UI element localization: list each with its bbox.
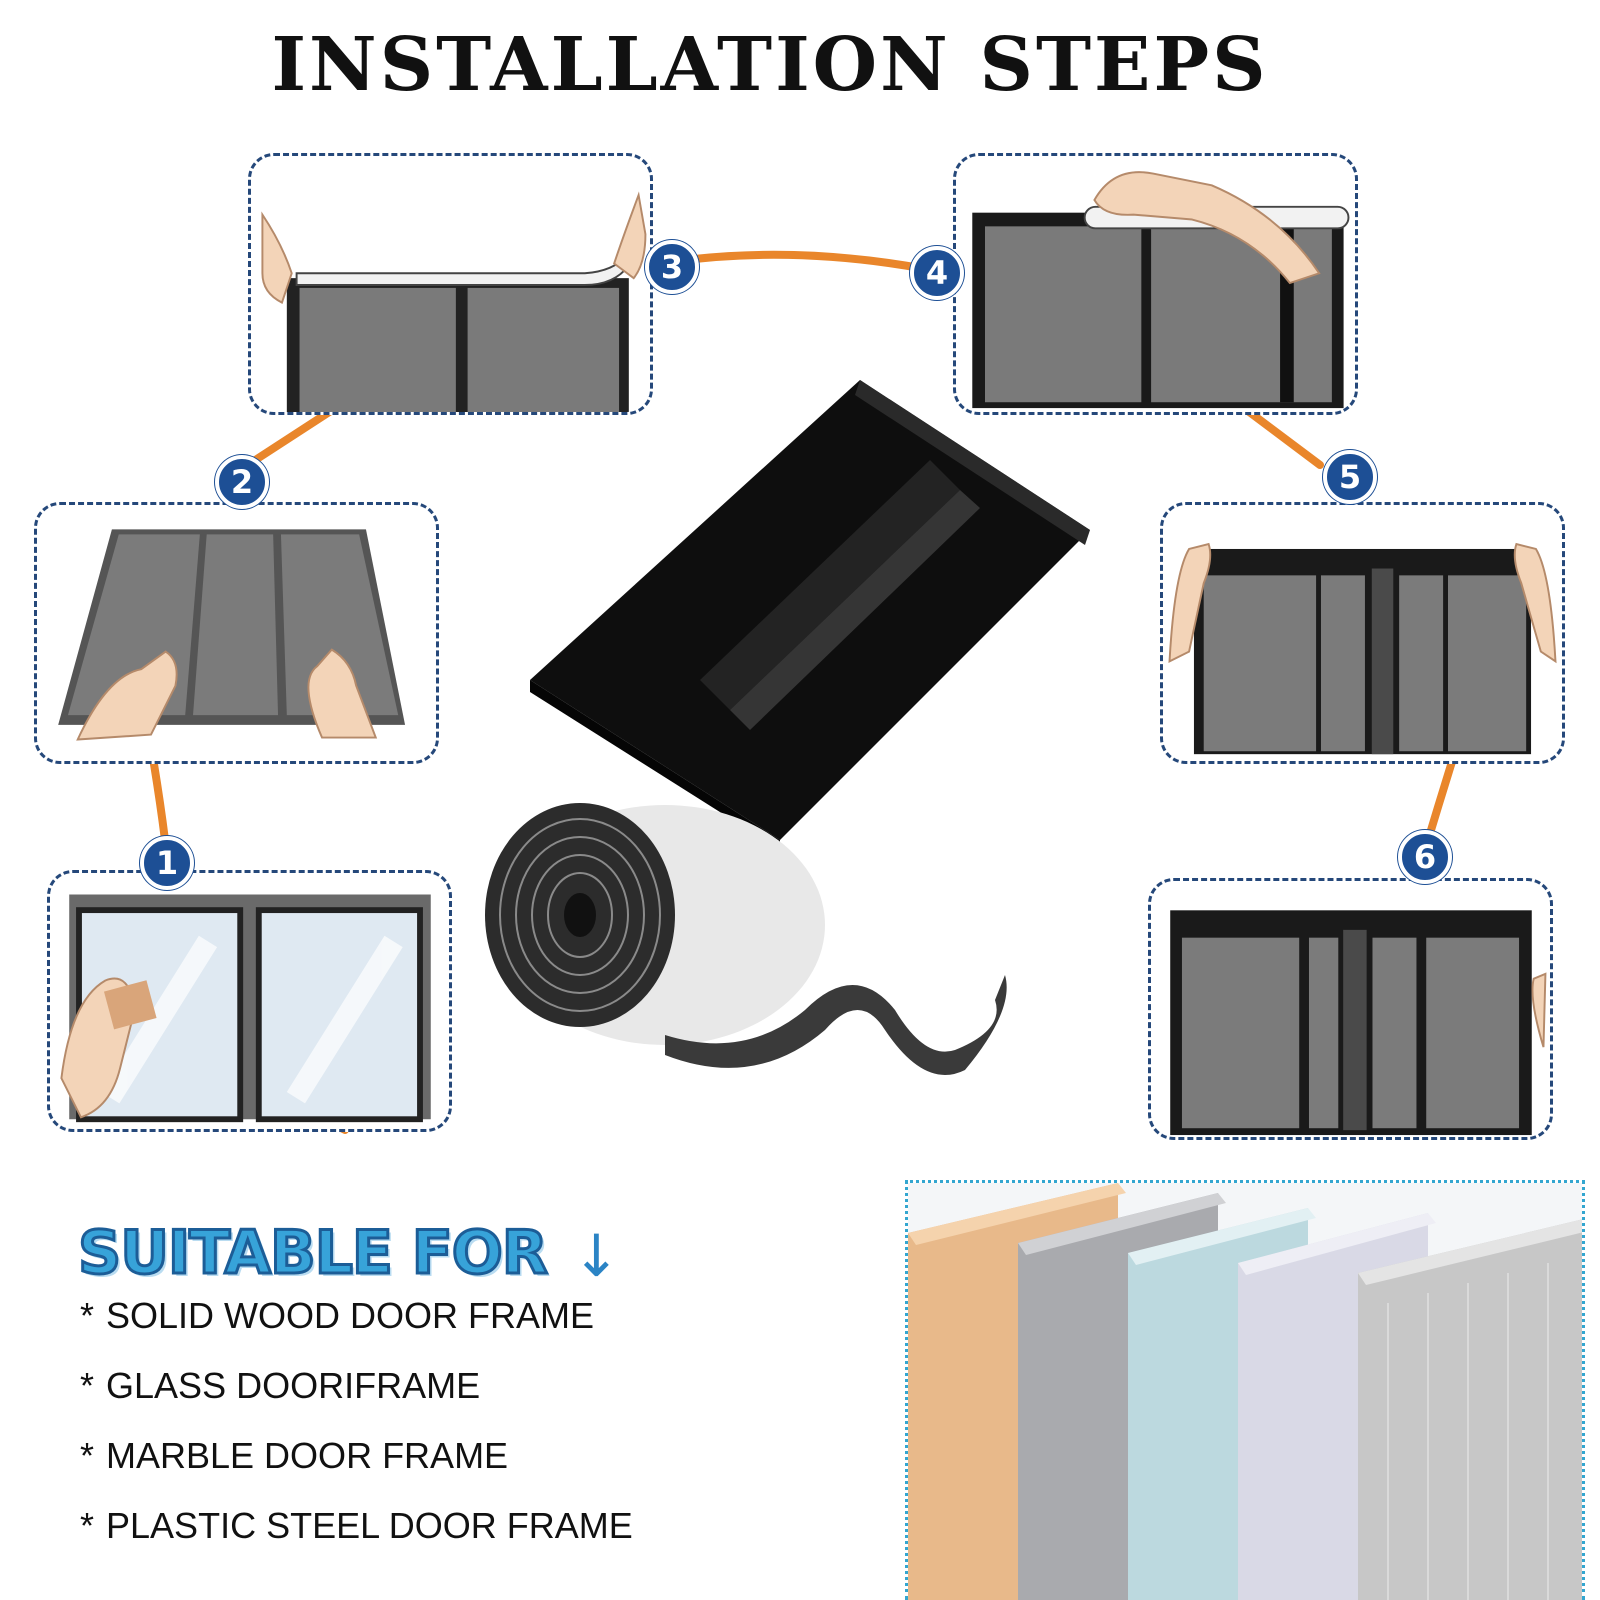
page-title: INSTALLATION STEPS: [271, 22, 1269, 108]
door-frame-list: *SOLID WOOD DOOR FRAME *GLASS DOORIFRAME…: [80, 1290, 633, 1570]
clean-window-frame-illustration-icon: [60, 894, 431, 1123]
attach-screen-top-illustration-icon: [1168, 542, 1557, 755]
step-4-card: [953, 153, 1358, 415]
list-item: *GLASS DOORIFRAME: [80, 1365, 481, 1406]
down-arrow-icon: ↓: [572, 1222, 621, 1290]
list-item: *PLASTIC STEEL DOOR FRAME: [80, 1505, 633, 1546]
press-screen-sides-illustration-icon: [1170, 910, 1547, 1136]
step-2-card: [34, 502, 439, 764]
step-badge-6: 6: [1398, 830, 1452, 884]
list-item: *MARBLE DOOR FRAME: [80, 1435, 509, 1476]
list-item: *SOLID WOOD DOOR FRAME: [80, 1295, 595, 1336]
adhesive-tape-roll-icon: [485, 803, 1007, 1075]
suitable-for-heading: SUITABLE FOR: [77, 1217, 550, 1290]
step-5-card: [1160, 502, 1565, 764]
step-badge-3: 3: [645, 240, 699, 294]
door-frame-material-samples-icon: [908, 1183, 1582, 1600]
step-1-card: [47, 870, 452, 1132]
press-tape-top-illustration-icon: [972, 171, 1350, 409]
step-badge-5: 5: [1323, 450, 1377, 504]
materials-panel: [905, 1180, 1585, 1600]
step-3-card: [248, 153, 653, 415]
step-6-card: [1148, 878, 1553, 1140]
step-badge-1: 1: [140, 836, 194, 890]
step-badge-2: 2: [215, 455, 269, 509]
spread-screen-illustration-icon: [58, 529, 406, 741]
step-badge-4: 4: [910, 246, 964, 300]
folded-magnetic-screen-icon: [530, 380, 1090, 850]
peel-tape-illustration-icon: [261, 191, 647, 412]
